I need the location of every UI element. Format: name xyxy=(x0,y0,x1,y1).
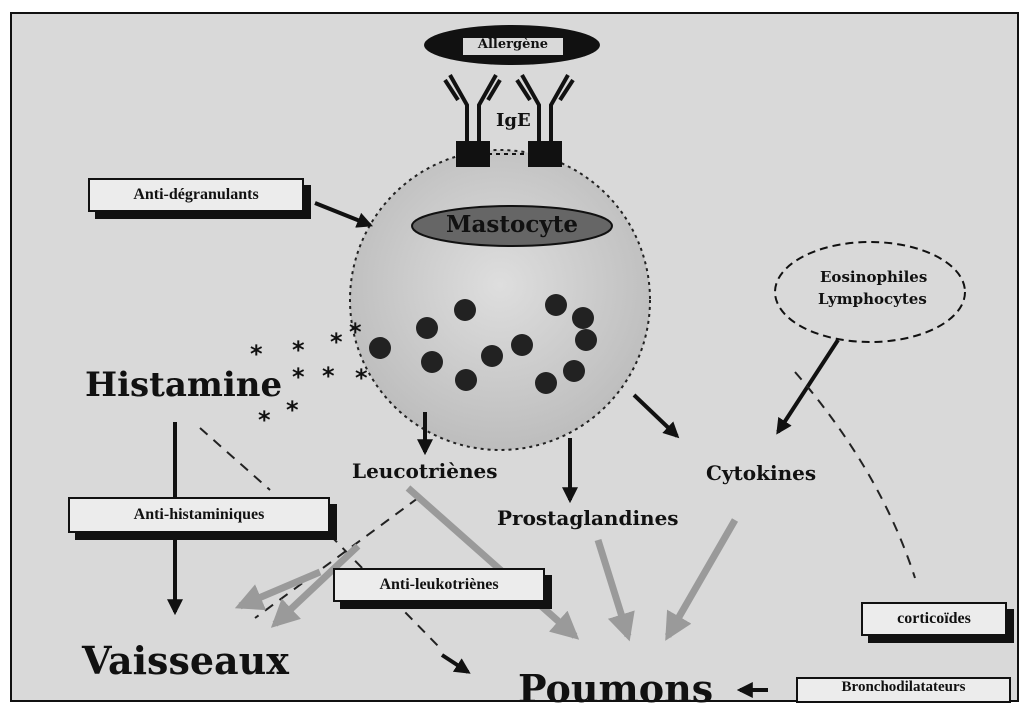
cytokines-label: Cytokines xyxy=(706,463,816,483)
prostaglandines-label: Prostaglandines xyxy=(497,508,679,528)
svg-text:*: * xyxy=(292,363,305,391)
mastocyte-label: Mastocyte xyxy=(445,213,579,236)
svg-text:*: * xyxy=(286,396,299,424)
svg-text:*: * xyxy=(258,406,271,434)
svg-text:*: * xyxy=(349,318,362,346)
allergene-label: Allergène xyxy=(462,37,564,56)
svg-text:*: * xyxy=(322,362,335,390)
svg-text:*: * xyxy=(250,340,263,368)
eosinophiles-label: Eosinophiles xyxy=(820,270,927,285)
svg-text:*: * xyxy=(330,328,343,356)
bronchodilatateurs-box: Bronchodilatateurs xyxy=(796,677,1011,703)
svg-text:*: * xyxy=(292,336,305,364)
leucotrienes-label: Leucotriènes xyxy=(352,461,497,481)
svg-text:*: * xyxy=(355,364,368,392)
mast-cell xyxy=(350,150,650,450)
vaisseaux-label: Vaisseaux xyxy=(82,642,289,680)
anti-degranulants-box: Anti-dégranulants xyxy=(88,178,304,212)
histamine-label: Histamine xyxy=(85,368,282,402)
poumons-label: Poumons xyxy=(518,670,713,705)
lymphocytes-label: Lymphocytes xyxy=(818,292,927,307)
corticoides-box: corticoïdes xyxy=(861,602,1007,636)
ige-label: IgE xyxy=(496,112,531,130)
anti-leukotrienes-box: Anti-leukotriènes xyxy=(333,568,545,602)
anti-histaminiques-box: Anti-histaminiques xyxy=(68,497,330,533)
